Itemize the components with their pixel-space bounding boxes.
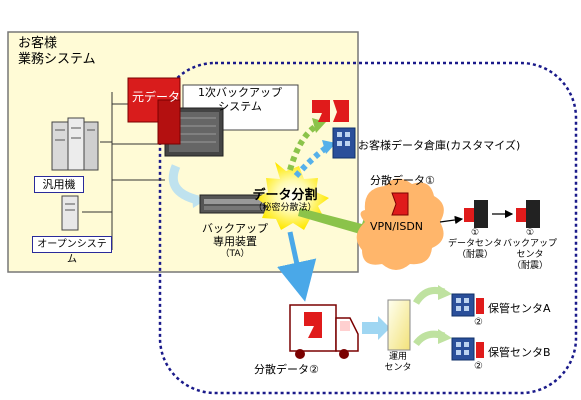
storage-a-label: 保管センタA <box>488 302 551 315</box>
datacenter-line2: （耐震） <box>456 250 493 260</box>
datacenter-label: ① データセンタ （耐震） <box>444 228 506 261</box>
appliance-line1: バックアップ <box>202 222 268 235</box>
vpn-cloud <box>356 178 444 270</box>
customer-system-line1: お客様 <box>18 36 58 51</box>
backup-center-line2: センタ <box>516 250 544 260</box>
backup-center-badge: ① <box>525 228 535 238</box>
split-to-warehouse-arrow-green <box>287 122 320 171</box>
share1-label: 分散データ① <box>370 174 435 187</box>
customer-system-line2: 業務システム <box>18 52 96 67</box>
split-subtitle: （秘密分散法） <box>253 203 317 213</box>
customer-system-title: お客様 業務システム <box>18 36 96 68</box>
storage-a-badge: ② <box>474 317 483 328</box>
datacenter-rack-icon <box>464 200 488 228</box>
backup-center-line3: （耐震） <box>511 261 548 271</box>
primary-backup-line2: システム <box>218 100 262 113</box>
operation-center-line2: センタ <box>384 363 412 373</box>
split-to-truck-arrow <box>277 231 317 302</box>
appliance-line3: （TA） <box>220 249 250 259</box>
share1-data-icon <box>391 192 409 216</box>
primary-backup-line1: 1次バックアップ <box>198 86 282 99</box>
appliance-label: バックアップ 専用装置 （TA） <box>200 222 270 261</box>
original-data-box <box>127 77 181 145</box>
cloud-to-datacenter-arrow <box>439 215 464 225</box>
share2-label: 分散データ② <box>254 363 319 376</box>
storage-b-label: 保管センタB <box>488 346 551 359</box>
datacenter-line1: データセンタ <box>447 239 502 249</box>
warehouse-label: お客様データ倉庫(カスタマイズ) <box>358 139 521 152</box>
backup-center-line1: バックアップ <box>502 239 557 249</box>
mainframe-label: 汎用機 <box>34 176 84 193</box>
operation-center-label: 運用 センタ <box>380 352 416 374</box>
storage-b-badge: ② <box>474 361 483 372</box>
open-system-label: オープンシステム <box>32 236 112 265</box>
primary-backup-label: 1次バックアップ システム <box>190 86 290 114</box>
operation-center-line1: 運用 <box>388 352 407 362</box>
appliance-line2: 専用装置 <box>213 235 257 248</box>
backup-appliance-icon <box>199 194 269 214</box>
storage-a-building-icon <box>451 293 484 317</box>
warehouse-data-pieces-icon <box>312 100 349 122</box>
backup-center-label: ① バックアップ センタ （耐震） <box>500 228 560 272</box>
truck-to-operation-arrow <box>362 316 390 340</box>
operation-center-box <box>387 299 411 351</box>
network-label: VPN/ISDN <box>370 220 424 233</box>
backup-center-rack-icon <box>516 200 540 228</box>
open-system-server-icon <box>61 195 79 231</box>
truck-icon <box>289 304 359 359</box>
warehouse-building-icon <box>332 127 356 159</box>
storage-b-building-icon <box>451 337 484 361</box>
mainframe-icon <box>51 117 99 171</box>
split-title: データ分割 <box>252 188 318 203</box>
datacenter-badge: ① <box>470 228 480 238</box>
service-boundary <box>158 61 578 395</box>
original-data-label: 元データ <box>132 90 181 104</box>
split-to-warehouse-arrow-blue <box>293 145 328 178</box>
